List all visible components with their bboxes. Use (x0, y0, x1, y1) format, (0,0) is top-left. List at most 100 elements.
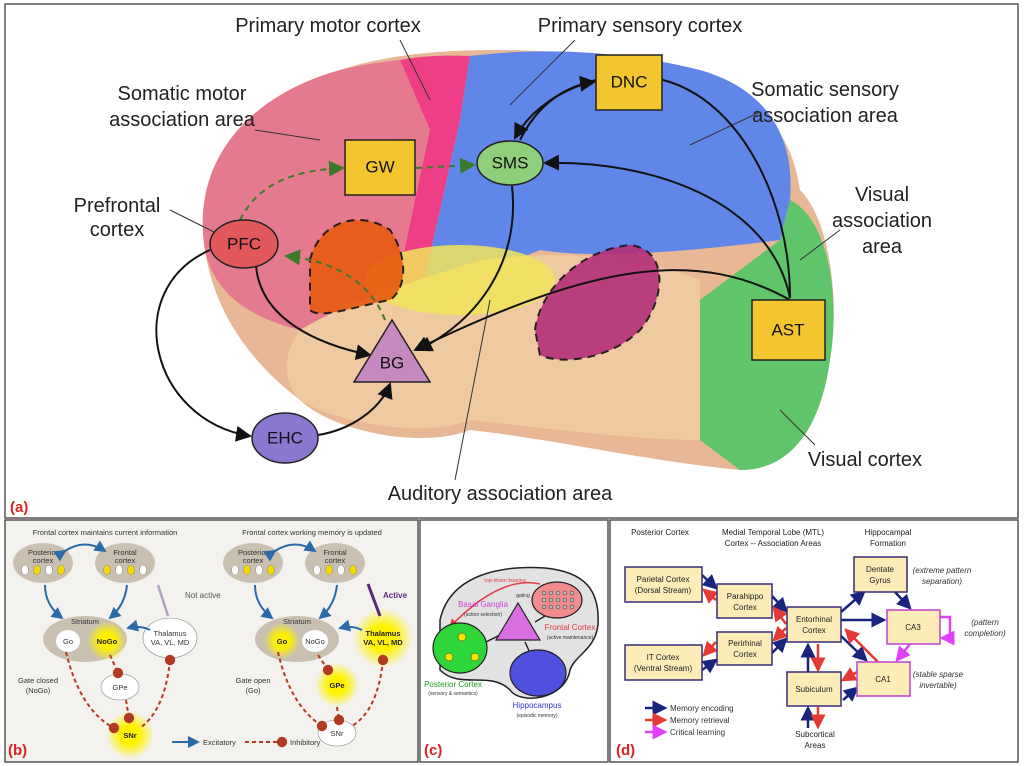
d-legend-encoding: Memory encoding (670, 704, 734, 713)
panel-a: Primary motor cortex Primary sensory cor… (4, 3, 1019, 519)
b-right-frontal-l1: Frontal (323, 548, 347, 557)
d-note-ca1-1: (stable sparse (913, 670, 964, 679)
b-right-gate-l2: (Go) (246, 686, 262, 695)
b-left-gate-l2: (NoGo) (26, 686, 51, 695)
c-hippo-sub: (episodic memory) (516, 713, 557, 719)
b-legend-excitatory: Excitatory (203, 738, 236, 747)
c-frontal-sub: (active maintenance) (547, 635, 594, 641)
b-right-thalamus-l2: VA, VL, MD (363, 638, 403, 647)
b-right-thalamus-l1: Thalamus (365, 629, 400, 638)
label-somatic-sensory-1: Somatic sensory (751, 79, 899, 101)
d-box-dentate (853, 556, 908, 593)
node-bg-label: BG (380, 353, 405, 372)
b-legend-inhibitory: Inhibitory (290, 738, 321, 747)
label-visual-assoc-1: Visual (855, 184, 909, 206)
c-hippo-label: Hippocampus (513, 701, 562, 710)
d-ca3-label: CA3 (905, 623, 921, 632)
b-left-title: Frontal cortex maintains current informa… (33, 528, 178, 537)
node-ehc (251, 412, 319, 464)
c-posterior-label: Posterior Cortex (424, 680, 482, 689)
node-ast-label: AST (771, 320, 804, 339)
b-right-go-label: Go (277, 637, 288, 646)
d-box-parietal (624, 566, 703, 603)
b-right-gate-l1: Gate open (235, 676, 270, 685)
label-auditory: Auditory association area (388, 483, 613, 505)
node-gw (344, 139, 416, 196)
d-parietal-l1: Parietal Cortex (637, 575, 690, 584)
b-right-frontal-l2: cortex (325, 556, 346, 565)
d-header-mtl-2: Cortex -- Association Areas (725, 539, 821, 548)
d-parahippo-l1: Parahippo (727, 592, 764, 601)
d-dentate-l2: Gyrus (869, 576, 890, 585)
d-legend-retrieval: Memory retrieval (670, 716, 730, 725)
d-box-entorhinal (786, 606, 842, 643)
c-posterior-sub: (sensory & semantics) (428, 691, 478, 697)
label-somatic-motor-2: association area (109, 109, 256, 131)
node-sms-label: SMS (492, 153, 529, 172)
label-primary-motor-cortex: Primary motor cortex (235, 15, 421, 37)
d-ca1-label: CA1 (875, 675, 891, 684)
panel-b: Frontal cortex maintains current informa… (4, 519, 419, 763)
d-subiculum-label: Subiculum (795, 685, 833, 694)
c-posterior-cortex (432, 622, 488, 674)
c-gating-label: gating (516, 593, 530, 599)
d-perirhinal-l2: Cortex (733, 650, 757, 659)
b-left-go (56, 630, 80, 652)
panel-c: top-down biasing gating Basal Ganglia (a… (419, 519, 609, 763)
d-box-it (624, 644, 703, 681)
d-box-perirhinal (716, 631, 773, 666)
node-gw-label: GW (365, 157, 394, 176)
leader-lines (169, 39, 841, 481)
d-note-dentate-1: (extreme pattern (913, 566, 972, 575)
d-box-subiculum (786, 671, 842, 707)
b-right-title: Frontal cortex working memory is updated (242, 528, 382, 537)
d-note-ca3-1: (pattern (971, 618, 999, 627)
b-left-go-label: Go (63, 637, 73, 646)
label-prefrontal-1: Prefrontal (74, 195, 161, 217)
d-box-ca1 (856, 661, 911, 697)
panel-c-label: (c) (424, 742, 442, 759)
d-legend (645, 700, 668, 740)
node-sms (476, 140, 544, 186)
d-box-ca3 (886, 609, 941, 645)
panel-d: Posterior Cortex Medial Temporal Lobe (M… (609, 519, 1019, 763)
b-left-frontal-l2: cortex (115, 556, 136, 565)
b-left-status: Not active (185, 591, 221, 600)
node-ast (751, 299, 826, 361)
c-top-down-label: top-down biasing (484, 578, 526, 584)
d-header-hippo-1: Hippocampal (865, 528, 912, 537)
c-basal-ganglia (494, 601, 542, 641)
b-right-status: Active (383, 591, 408, 600)
d-box-parahippo (716, 583, 773, 619)
label-somatic-motor-1: Somatic motor (118, 83, 247, 105)
arrows-a (155, 68, 791, 442)
label-primary-sensory-cortex: Primary sensory cortex (538, 15, 743, 37)
panel-a-label: (a) (10, 499, 28, 516)
b-left-posterior-l1: Posterior (28, 548, 59, 557)
node-dnc-label: DNC (611, 72, 648, 91)
b-left-nogo-label: NoGo (97, 637, 118, 646)
node-pfc (209, 219, 279, 269)
d-perirhinal-l1: Perirhinal (728, 639, 762, 648)
d-note-dentate-2: separation) (922, 577, 962, 586)
d-note-ca1-2: invertable) (919, 681, 957, 690)
d-header-mtl-1: Medial Temporal Lobe (MTL) (722, 528, 824, 537)
b-left-thalamus-l2: VA, VL, MD (151, 638, 190, 647)
d-it-l2: (Ventral Stream) (634, 664, 693, 673)
d-it-l1: IT Cortex (647, 653, 680, 662)
d-legend-critical: Critical learning (670, 728, 725, 737)
label-prefrontal-2: cortex (90, 219, 144, 241)
b-right-posterior-l2: cortex (243, 556, 264, 565)
b-right-nogo-label: NoGo (305, 637, 325, 646)
node-dnc (595, 54, 663, 111)
d-header-hippo-2: Formation (870, 539, 906, 548)
node-bg (352, 318, 432, 383)
label-visual-cortex: Visual cortex (808, 449, 922, 471)
b-left-gate-l1: Gate closed (18, 676, 58, 685)
d-parietal-l2: (Dorsal Stream) (635, 586, 692, 595)
node-ehc-label: EHC (267, 428, 303, 447)
b-right-posterior-l1: Posterior (238, 548, 269, 557)
c-bg-label: Basal Ganglia (458, 600, 508, 609)
label-somatic-sensory-2: association area (752, 105, 899, 127)
d-entorhinal-l2: Cortex (802, 626, 826, 635)
